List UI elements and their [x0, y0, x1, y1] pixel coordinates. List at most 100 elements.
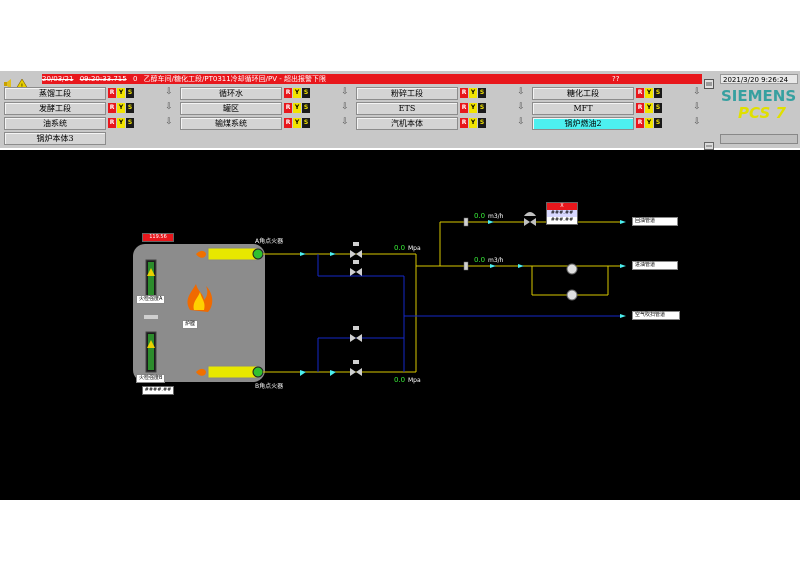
alarm-message: 乙醇车间/糖化工段/PT0311冷却循环回/PV - 超出报警下限 [143, 75, 327, 83]
flow-arrows [300, 220, 626, 376]
alarm-date: 20/03/21 [42, 75, 74, 83]
siemens-logo: SIEMENS [721, 87, 797, 105]
pressure-b-unit: Mpa [408, 377, 421, 384]
burner-b-flame [196, 368, 206, 376]
burner-a-status [252, 248, 264, 260]
area-button[interactable]: 蒸馏工段 [4, 87, 106, 100]
area-indicator-s[interactable]: S [654, 103, 662, 113]
area-indicator-r[interactable]: R [460, 103, 468, 113]
pcs7-window: ! 20/03/21 09:20:33.715 0 乙醇车间/糖化工段/PT03… [0, 71, 800, 500]
navigate-down-icon[interactable]: ⇩ [693, 117, 701, 127]
dest-supply-oil[interactable]: 进油管道 [632, 261, 678, 270]
area-button[interactable]: 锅炉本体3 [4, 132, 106, 145]
area-indicator-y[interactable]: Y [469, 118, 477, 128]
pressure-a-unit: Mpa [408, 245, 421, 252]
pcs7-logo: PCS 7 [738, 104, 786, 122]
area-indicator-r[interactable]: R [460, 118, 468, 128]
area-indicator-r[interactable]: R [284, 88, 292, 98]
area-indicator-r[interactable]: R [636, 88, 644, 98]
area-button[interactable]: 锅炉燃油2 [532, 117, 634, 130]
navigate-down-icon[interactable]: ⇩ [341, 117, 349, 127]
area-indicator-y[interactable]: Y [117, 103, 125, 113]
area-indicator-s[interactable]: S [654, 118, 662, 128]
alarm-line[interactable]: 20/03/21 09:20:33.715 0 乙醇车间/糖化工段/PT0311… [42, 74, 702, 84]
dest-return-oil[interactable]: 回油管道 [632, 217, 678, 226]
pressure-a-value: 0.0 [394, 244, 406, 252]
area-indicator-s[interactable]: S [478, 118, 486, 128]
area-indicator-s[interactable]: S [126, 103, 134, 113]
status-field [720, 134, 798, 144]
faceplate-line-1: X [547, 203, 577, 210]
alarm-list-icon[interactable]: ! [15, 74, 29, 90]
valves [350, 242, 362, 376]
area-indicator-y[interactable]: Y [645, 88, 653, 98]
area-indicator-y[interactable]: Y [117, 88, 125, 98]
area-indicator-r[interactable]: R [636, 103, 644, 113]
area-button[interactable]: 油系统 [4, 117, 106, 130]
area-indicator-r[interactable]: R [108, 103, 116, 113]
furnace-label: 炉膛 [182, 320, 199, 329]
area-indicator-s[interactable]: S [302, 118, 310, 128]
area-indicator-r[interactable]: R [460, 88, 468, 98]
oil-lines [263, 221, 620, 373]
keyboard-icon[interactable] [704, 135, 714, 150]
datetime-display: 2021/3/20 9:26:24 [720, 74, 798, 84]
area-indicator-s[interactable]: S [654, 88, 662, 98]
area-indicator-s[interactable]: S [478, 103, 486, 113]
flow-1-unit: m3/h [488, 213, 504, 220]
burner-b-status [252, 366, 264, 378]
area-indicator-r[interactable]: R [284, 118, 292, 128]
navigate-down-icon[interactable]: ⇩ [693, 102, 701, 112]
ack-icon[interactable] [704, 74, 714, 89]
area-indicator-y[interactable]: Y [293, 103, 301, 113]
area-indicator-s[interactable]: S [302, 88, 310, 98]
area-indicator-s[interactable]: S [126, 118, 134, 128]
alarm-state: 0 [132, 75, 138, 83]
area-button[interactable]: ETS [356, 102, 458, 115]
area-indicator-s[interactable]: S [126, 88, 134, 98]
area-indicator-r[interactable]: R [108, 88, 116, 98]
navigate-down-icon[interactable]: ⇩ [165, 117, 173, 127]
area-button[interactable]: 糖化工段 [532, 87, 634, 100]
valve-faceplate[interactable]: X ###.## ###.## [546, 202, 578, 225]
area-indicator-r[interactable]: R [284, 103, 292, 113]
furnace-top-value: 119.56 [142, 233, 174, 242]
burner-b-box [207, 365, 259, 379]
furnace-body [133, 244, 265, 382]
area-button[interactable]: 粉碎工段 [356, 87, 458, 100]
area-indicator-r[interactable]: R [636, 118, 644, 128]
navigate-down-icon[interactable]: ⇩ [517, 87, 525, 97]
navigate-down-icon[interactable]: ⇩ [517, 117, 525, 127]
navigate-down-icon[interactable]: ⇩ [693, 87, 701, 97]
navigate-down-icon[interactable]: ⇩ [165, 102, 173, 112]
navigate-down-icon[interactable]: ⇩ [341, 102, 349, 112]
navigate-down-icon[interactable]: ⇩ [341, 87, 349, 97]
area-button[interactable]: MFT [532, 102, 634, 115]
area-indicator-y[interactable]: Y [469, 88, 477, 98]
area-indicator-y[interactable]: Y [645, 103, 653, 113]
area-indicator-y[interactable]: Y [117, 118, 125, 128]
area-button[interactable]: 循环水 [180, 87, 282, 100]
area-indicator-y[interactable]: Y [293, 88, 301, 98]
area-button[interactable]: 输煤系统 [180, 117, 282, 130]
flame-b-bar [148, 334, 154, 370]
area-indicator-y[interactable]: Y [645, 118, 653, 128]
horn-icon[interactable] [3, 74, 13, 89]
area-indicator-y[interactable]: Y [469, 103, 477, 113]
area-indicator-y[interactable]: Y [293, 118, 301, 128]
faceplate-line-2: ###.## [547, 210, 577, 217]
dest-air-purge[interactable]: 空气吹扫管道 [632, 311, 680, 320]
area-button[interactable]: 罐区 [180, 102, 282, 115]
area-indicator-r[interactable]: R [108, 118, 116, 128]
piping-diagram [133, 212, 626, 382]
flow-2-unit: m3/h [488, 257, 504, 264]
area-button[interactable]: 汽机本体 [356, 117, 458, 130]
area-indicator-s[interactable]: S [302, 103, 310, 113]
burner-a-label: A角点火器 [255, 238, 284, 245]
burner-a-flame [196, 250, 206, 258]
navigate-down-icon[interactable]: ⇩ [517, 102, 525, 112]
navigate-down-icon[interactable]: ⇩ [165, 87, 173, 97]
area-indicator-s[interactable]: S [478, 88, 486, 98]
flow-meters [463, 217, 469, 271]
area-button[interactable]: 发酵工段 [4, 102, 106, 115]
